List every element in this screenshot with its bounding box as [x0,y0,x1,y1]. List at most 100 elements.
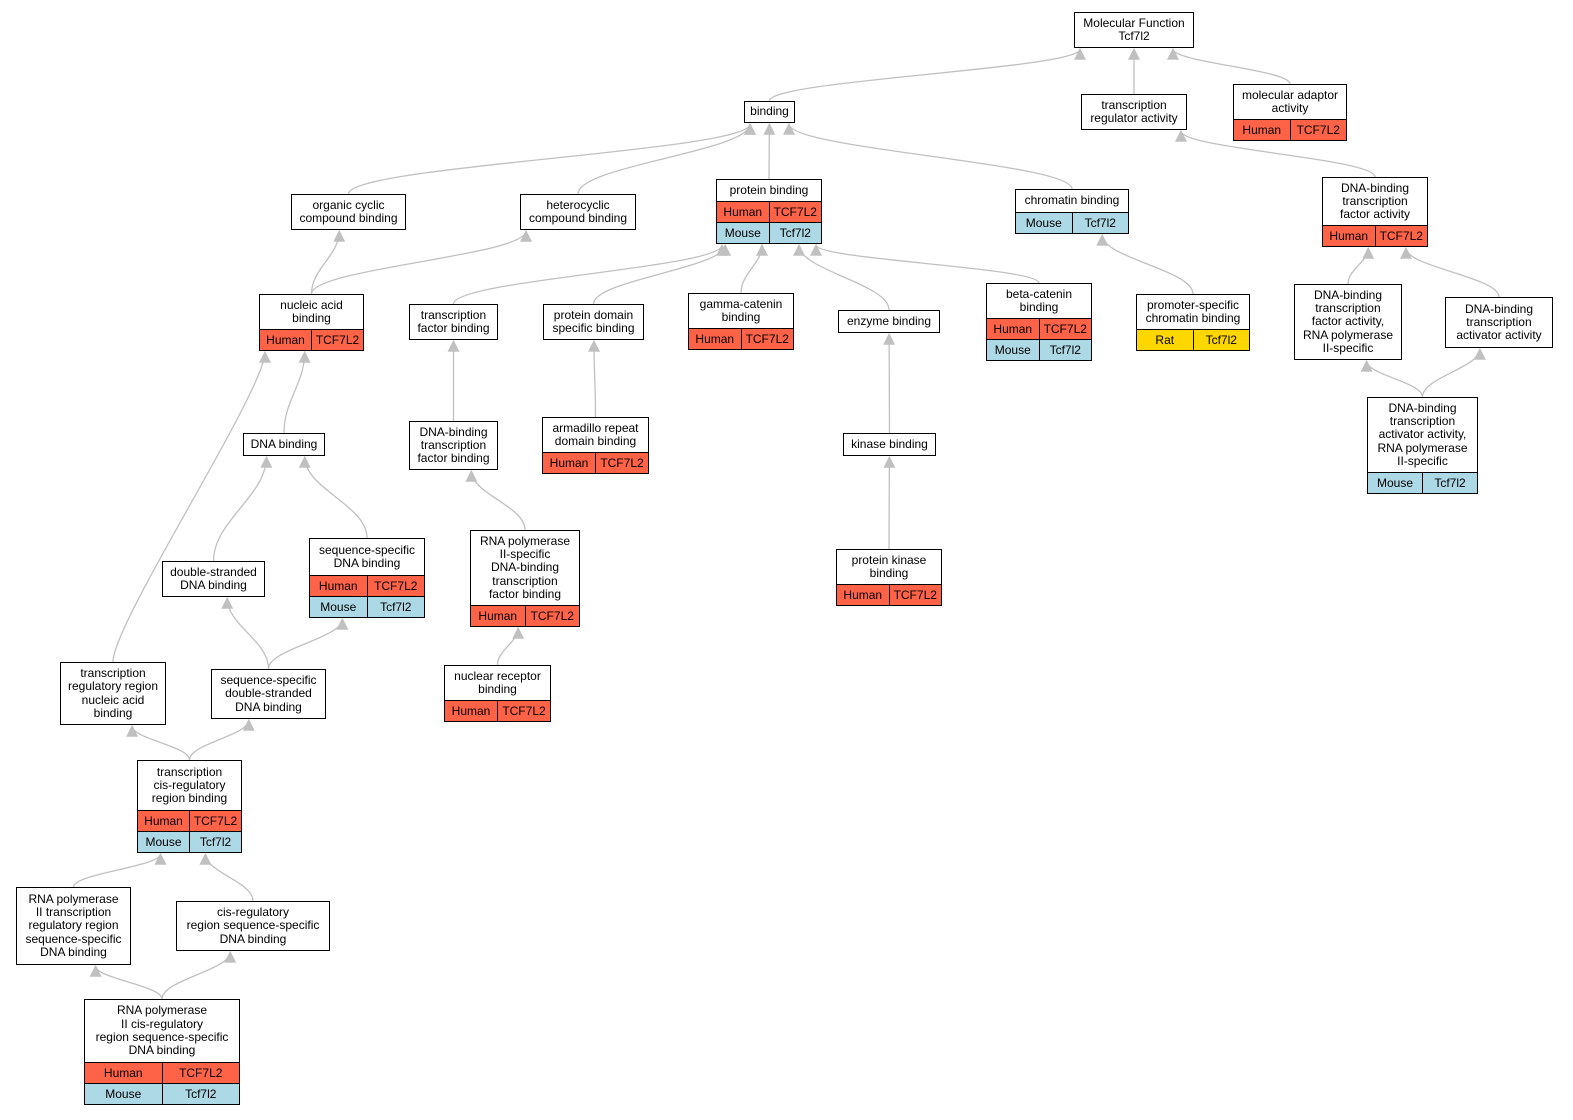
gene-cell: TCF7L2 [524,606,579,626]
go-term-label: binding [750,104,789,119]
gene-cell: Tcf7l2 [189,832,241,852]
go-term-dna-binding-ta-activity[interactable]: DNA-binding transcription activator acti… [1445,297,1553,348]
go-term-dna-binding[interactable]: DNA binding [243,433,325,456]
edge-nucleic-acid-binding-to-organic-cyclic-compound-binding [310,229,346,295]
gene-cell: TCF7L2 [595,453,648,473]
gene-cell: TCF7L2 [768,202,821,222]
edge-rnap2-transcription-regulatory-region-ssdna-binding-to-transcription-cis-regulatory-region-binding [72,852,167,888]
gene-cell: Tcf7l2 [1071,213,1128,233]
edge-rnap2-cis-regulatory-region-ssdna-binding-to-cis-regulatory-region-ssdna-binding [161,950,237,1000]
gene-cell: TCF7L2 [740,329,793,349]
go-term-label: transcription cis-regulatory region bind… [151,764,228,806]
go-term-rnap2-specific-dna-binding-tf-binding[interactable]: RNA polymerase II-specific DNA-binding t… [470,530,580,627]
go-term-root[interactable]: Molecular Function Tcf7l2 [1074,12,1194,48]
go-term-cis-regulatory-region-ssdna-binding[interactable]: cis-regulatory region sequence-specific … [176,901,330,951]
go-term-sequence-specific-double-stranded-dna-binding[interactable]: sequence-specific double-stranded DNA bi… [211,669,326,719]
go-term-label: nuclear receptor binding [454,668,541,696]
edge-dna-binding-to-nucleic-acid-binding [283,350,311,434]
edge-sequence-specific-double-stranded-dna-binding-to-double-stranded-dna-binding [221,596,270,670]
gene-cell: TCF7L2 [161,1063,239,1083]
go-term-rnap2-transcription-regulatory-region-ssdna-binding[interactable]: RNA polymerase II transcription regulato… [16,887,131,965]
go-term-label: chromatin binding [1024,193,1120,208]
go-term-transcription-factor-binding[interactable]: transcription factor binding [409,304,498,340]
gene-cell: TCF7L2 [189,811,241,831]
go-term-label: DNA-binding transcription activator acti… [1456,301,1542,343]
go-term-enzyme-binding[interactable]: enzyme binding [838,310,940,333]
go-term-label: transcription factor binding [417,307,490,335]
edge-gamma-catenin-binding-to-protein-binding [740,243,768,294]
go-term-label: protein domain specific binding [552,307,635,335]
edge-organic-cyclic-compound-binding-to-binding [347,122,756,195]
go-term-heterocyclic-compound-binding[interactable]: heterocyclic compound binding [520,194,636,230]
species-cell: Human [1323,226,1375,246]
edge-dna-binding-tf-activity-to-transcription-regulator-activity [1175,129,1376,178]
go-term-dna-binding-tf-activity-rnap2[interactable]: DNA-binding transcription factor activit… [1294,284,1402,360]
gene-cell: TCF7L2 [497,701,550,721]
species-cell: Mouse [987,340,1039,360]
go-term-label: cis-regulatory region sequence-specific … [186,905,320,946]
edge-transcription-regulatory-region-nucleic-acid-binding-to-nucleic-acid-binding [112,350,271,663]
edge-dna-binding-ta-activity-rnap2-to-dna-binding-ta-activity [1421,347,1486,398]
gene-cell: TCF7L2 [1374,226,1427,246]
go-term-label: DNA-binding transcription factor binding [417,424,490,466]
gene-cell: Tcf7l2 [1422,473,1477,493]
go-term-transcription-cis-regulatory-region-binding[interactable]: transcription cis-regulatory region bind… [137,760,242,853]
species-cell: Human [310,576,367,596]
species-cell: Mouse [1016,213,1072,233]
gene-cell: TCF7L2 [311,330,363,350]
edge-transcription-cis-regulatory-region-binding-to-sequence-specific-double-stranded-dna-binding [188,718,255,761]
go-term-double-stranded-dna-binding[interactable]: double-stranded DNA binding [162,561,265,597]
go-term-label: double-stranded DNA binding [170,564,257,592]
species-cell: Mouse [1368,473,1422,493]
gene-cell: Tcf7l2 [1192,330,1249,350]
edge-chromatin-binding-to-binding [783,122,1073,190]
go-term-label: gamma-catenin binding [699,296,783,324]
go-term-rnap2-cis-regulatory-region-ssdna-binding[interactable]: RNA polymerase II cis-regulatory region … [84,999,240,1105]
go-term-organic-cyclic-compound-binding[interactable]: organic cyclic compound binding [291,194,406,230]
go-term-label: promoter-specific chromatin binding [1145,297,1241,325]
species-cell: Human [85,1063,162,1083]
go-term-kinase-binding[interactable]: kinase binding [843,433,936,456]
go-term-dna-binding-tf-activity[interactable]: DNA-binding transcription factor activit… [1322,177,1428,247]
go-term-transcription-regulator-activity[interactable]: transcription regulator activity [1081,94,1187,130]
edge-rnap2-cis-regulatory-region-ssdna-binding-to-rnap2-transcription-regulatory-region-ssdna-binding [89,964,163,1000]
species-cell: Human [260,330,311,350]
species-cell: Human [138,811,189,831]
go-term-binding[interactable]: binding [744,101,795,123]
go-term-dna-binding-ta-activity-rnap2[interactable]: DNA-binding transcription activator acti… [1367,397,1478,494]
go-term-dna-binding-tf-binding[interactable]: DNA-binding transcription factor binding [409,421,498,470]
go-term-label: molecular adaptor activity [1241,87,1339,115]
go-term-transcription-regulatory-region-nucleic-acid-binding[interactable]: transcription regulatory region nucleic … [60,662,166,725]
species-cell: Human [717,202,769,222]
species-cell: Mouse [138,832,189,852]
go-term-label: beta-catenin binding [1005,286,1073,314]
go-term-protein-domain-specific-binding[interactable]: protein domain specific binding [543,304,644,340]
go-term-label: enzyme binding [846,313,932,328]
species-cell: Human [837,585,889,605]
edge-protein-domain-specific-binding-to-protein-binding [592,243,732,305]
